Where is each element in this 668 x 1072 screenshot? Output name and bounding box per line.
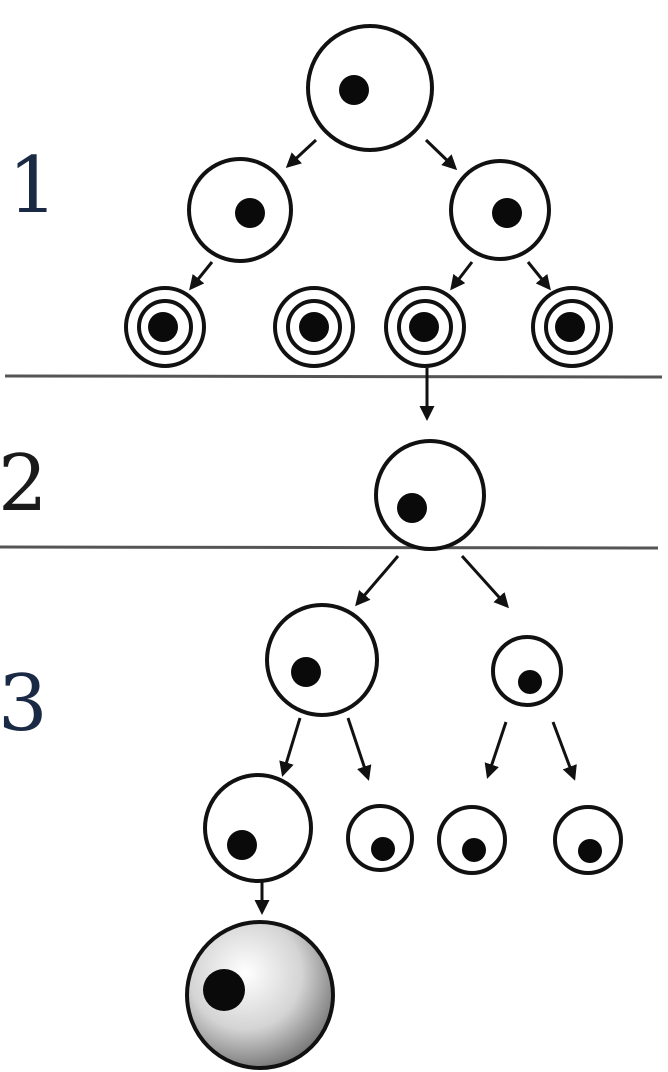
division-arrows [189, 138, 577, 915]
arrow [460, 554, 510, 609]
stage-label-1: 1 [8, 141, 58, 231]
stage-label-3: 3 [0, 659, 48, 749]
cell [449, 159, 551, 261]
arrow [551, 721, 577, 781]
cell [187, 157, 293, 263]
arrow [285, 138, 318, 169]
arrow [526, 261, 551, 291]
cell [531, 286, 613, 368]
cell [203, 773, 313, 883]
stage-divider-1 [4, 374, 663, 379]
arrow [484, 721, 508, 779]
cell [346, 804, 414, 872]
stage-divider-2 [0, 545, 659, 550]
cell [491, 635, 563, 707]
mature-cell [185, 920, 335, 1070]
stage-3-cells [185, 603, 623, 1070]
stage-2-cells [374, 439, 486, 551]
arrow [346, 717, 372, 781]
cell [306, 24, 434, 152]
cell [124, 286, 206, 368]
cell [374, 439, 486, 551]
stage-1-cells [124, 24, 613, 368]
cell [384, 286, 466, 368]
arrow [424, 138, 458, 171]
arrow [189, 261, 214, 291]
arrow [355, 555, 400, 607]
stage-label-2: 2 [0, 439, 48, 529]
cell [265, 603, 379, 717]
arrow [279, 717, 302, 777]
arrow [450, 261, 474, 291]
cell [273, 286, 355, 368]
cell [553, 805, 623, 875]
cell [437, 805, 507, 875]
